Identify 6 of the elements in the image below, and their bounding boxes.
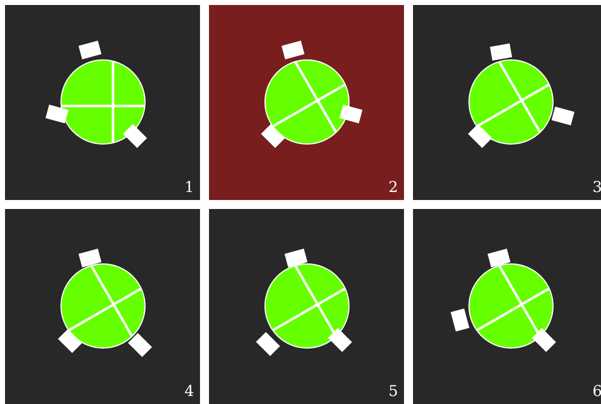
panel-number: 5 (388, 383, 398, 399)
panel-number: 1 (184, 179, 194, 195)
panel-number: 6 (592, 383, 601, 399)
panel-number: 4 (184, 383, 194, 399)
panel-number: 2 (388, 179, 398, 195)
panel-number: 3 (592, 179, 601, 195)
